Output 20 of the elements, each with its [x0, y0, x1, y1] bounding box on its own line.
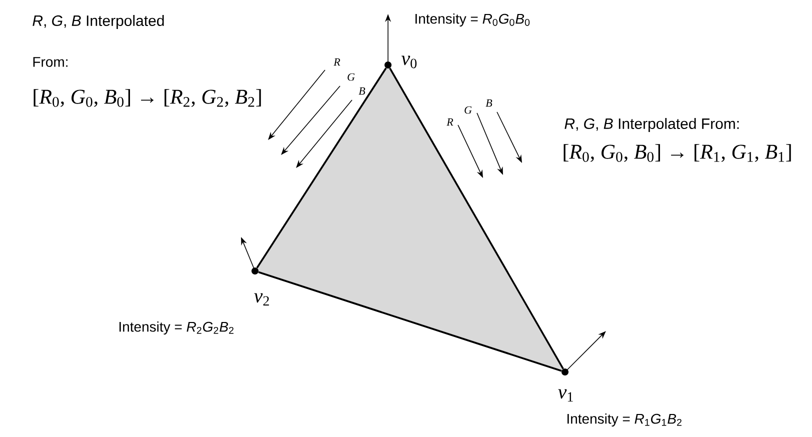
from-label: From: — [33, 57, 68, 67]
triangle-edge — [256, 68, 387, 268]
intensity-label: Intensity = R$_{0}$G$_{0}$B$_{0}$ — [416, 13, 530, 27]
channel-letter: G — [464, 106, 472, 114]
vertex-label: v$_{2}$ — [254, 293, 269, 306]
vertex-label: v$_{0}$ — [401, 56, 417, 68]
channel-letter: B — [358, 87, 366, 95]
intensity-label: Intensity = R$_{1}$G$_{1}$B$_{2}$ — [568, 413, 682, 427]
channel-letter: R — [334, 58, 340, 66]
heading-label: R, G, B Interpolated — [32, 15, 164, 29]
interpolation-range: [R$_{0}$, G$_{0}$, B$_{0}$] → [R$_{1}$, G$_{1}$, B$_{1}$] — [564, 144, 791, 162]
channel-letter: R — [446, 118, 454, 126]
triangle-edge — [258, 271, 562, 372]
heading-label: R, G, B Interpolated From: — [564, 118, 739, 132]
channel-letter: G — [348, 73, 355, 81]
channel-letter: B — [486, 99, 492, 107]
triangle-edge — [389, 68, 564, 370]
intensity-label: Intensity = R$_{2}$G$_{2}$B$_{2}$ — [120, 321, 234, 335]
vertex-label: v$_{1}$ — [558, 389, 573, 402]
interpolation-range: [R$_{0}$, G$_{0}$, B$_{0}$] → [R$_{2}$, G$_{2}$, B$_{2}$] — [34, 89, 261, 107]
